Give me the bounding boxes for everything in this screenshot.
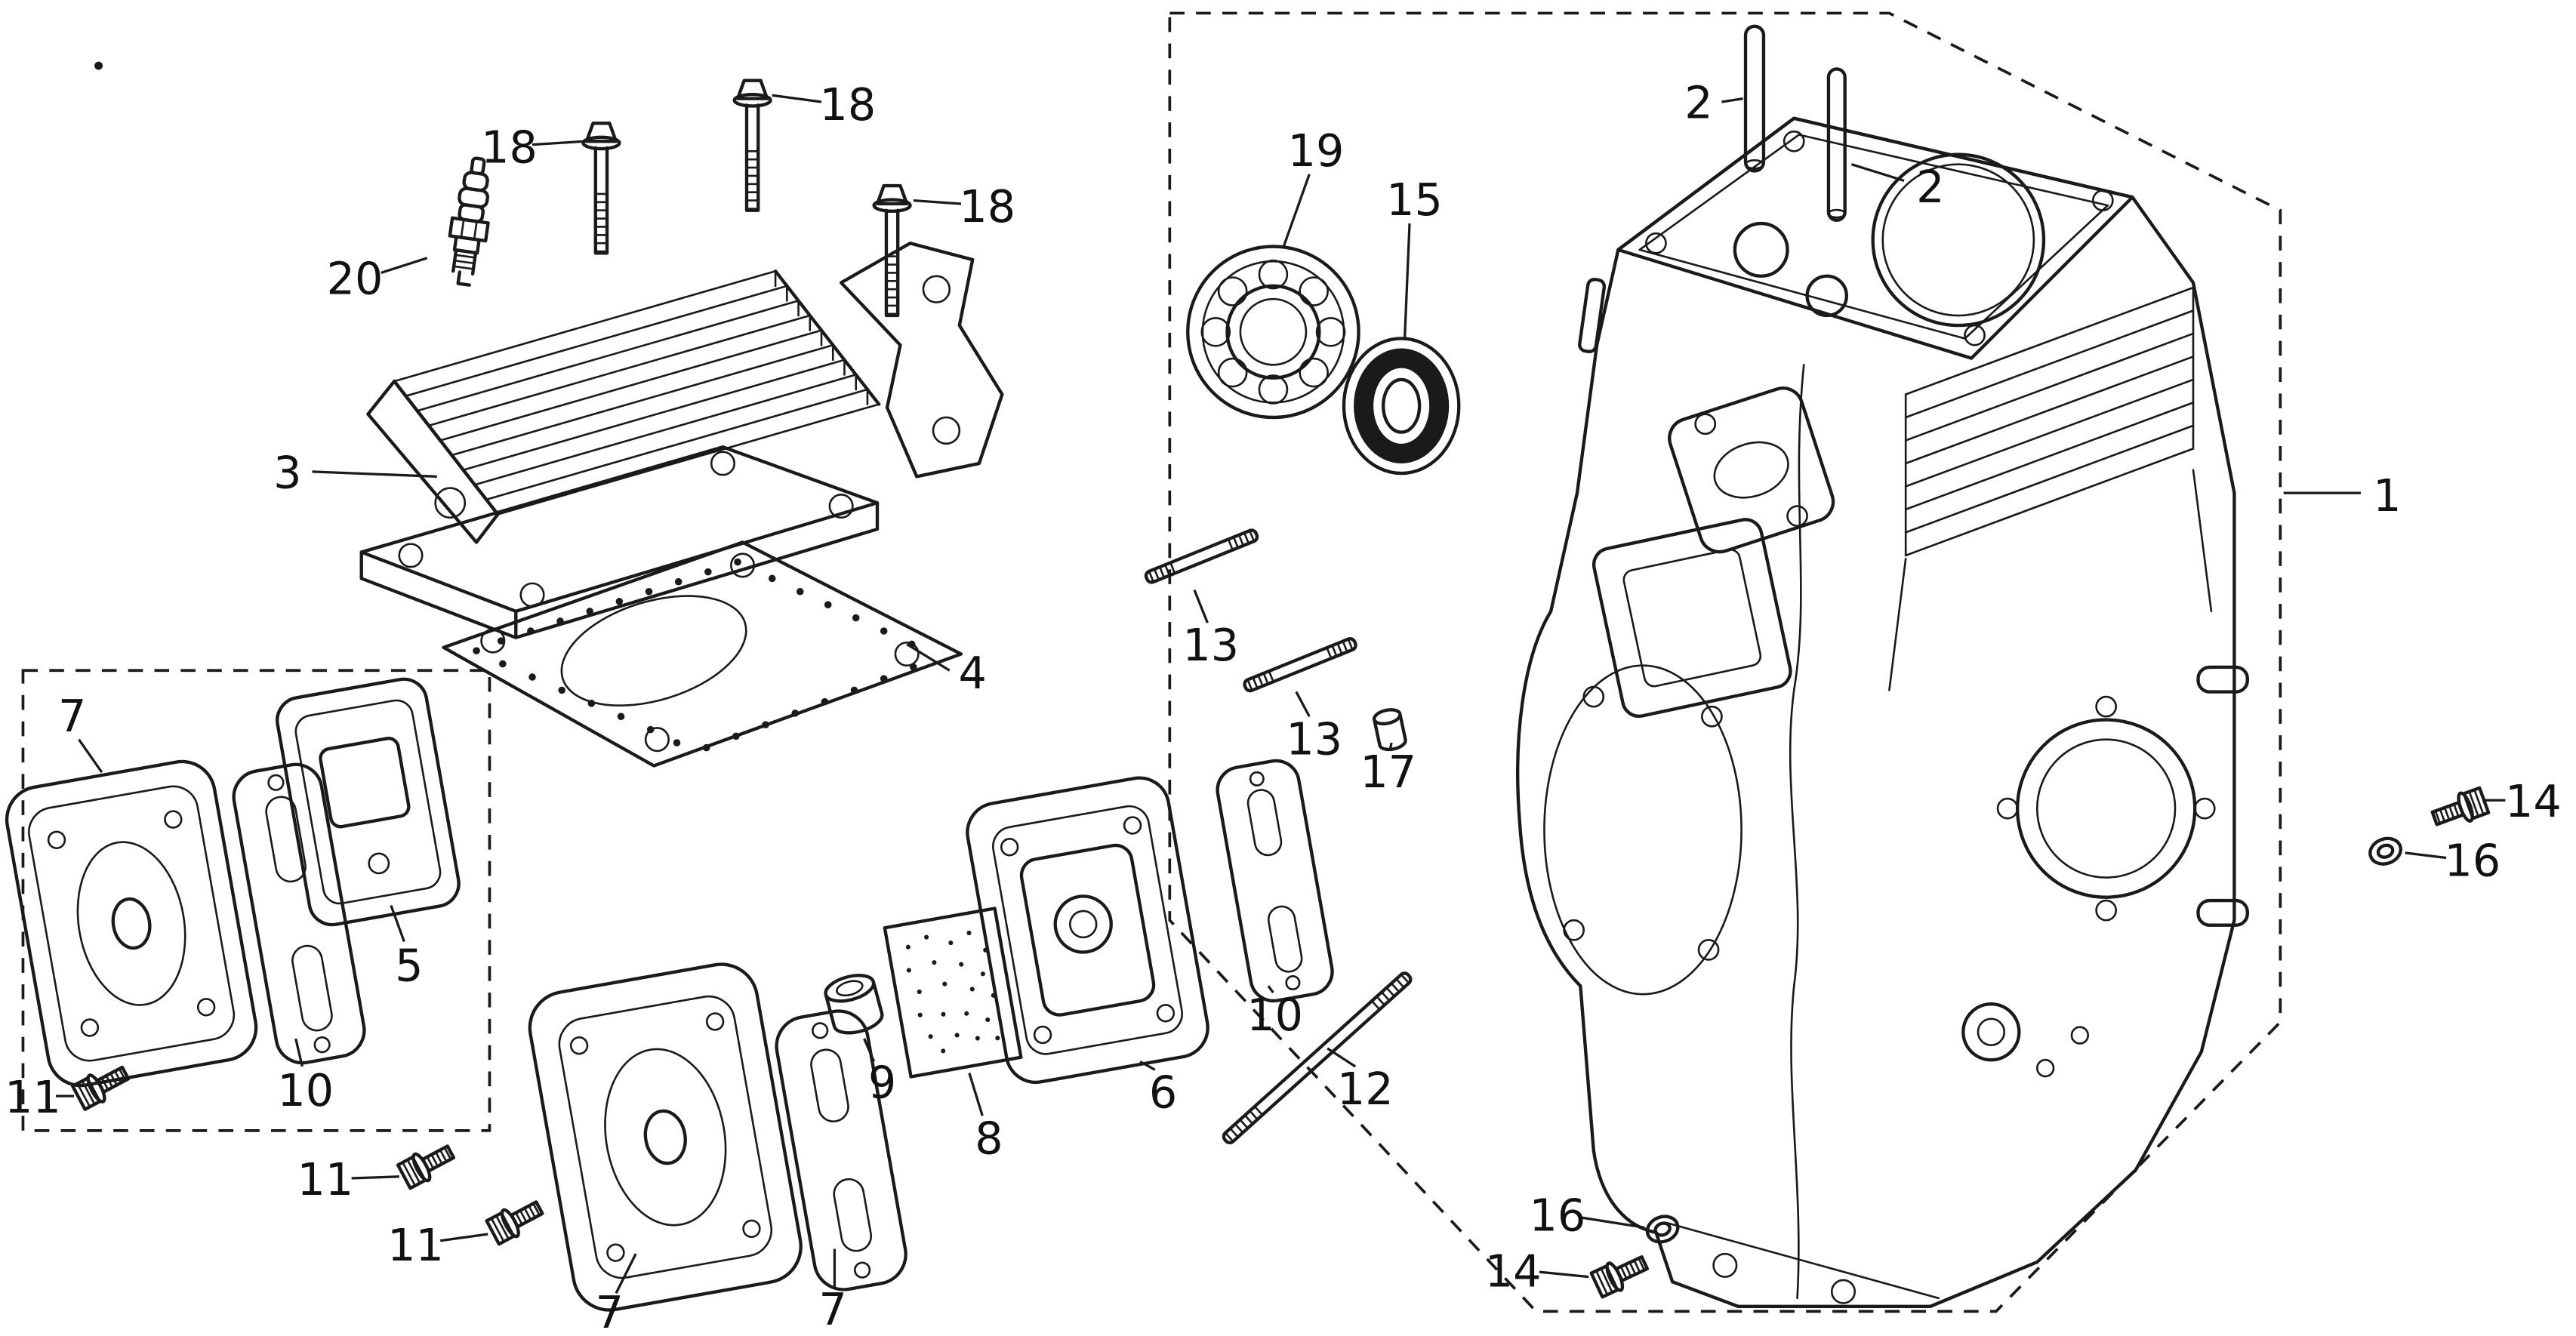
callout-12: 12 [1337,1063,1394,1115]
callout-11-a: 11 [5,1071,61,1123]
head-bolt-2 [735,81,771,211]
cover-bolt-3 [486,1195,547,1245]
callout-19: 19 [1288,125,1345,177]
case-bolt-right [2430,787,2489,833]
head-bolt-3 [874,186,911,316]
stud-13-upper [1145,529,1259,584]
callout-20: 20 [327,253,384,305]
callout-18-b: 18 [819,78,876,131]
callout-9: 9 [868,1056,896,1108]
spark-plug [448,156,490,287]
oil-seal [1342,337,1461,476]
cover-bolt-2 [397,1139,458,1190]
callout-10-b: 10 [1246,989,1303,1041]
callout-11-b: 11 [297,1153,353,1205]
muffler-plate [276,677,461,927]
head-gasket [442,540,963,768]
dowel-pin-left [1743,24,1766,173]
sealing-cap [1372,708,1407,752]
callout-3: 3 [273,447,301,499]
callout-7-a: 7 [58,690,86,742]
callout-14-a: 14 [2505,775,2562,827]
dashed-box-left [21,669,491,1132]
cover-gasket-left [232,762,366,1065]
callout-4: 4 [959,647,987,699]
callout-17: 17 [1360,746,1416,798]
callout-8: 8 [975,1112,1003,1164]
callout-16-b: 16 [1529,1190,1585,1242]
callout-13-b: 13 [1286,713,1342,765]
callout-13-a: 13 [1182,619,1239,671]
reed-valve-assembly [966,776,1209,1085]
callout-10-a: 10 [277,1064,334,1116]
callout-16-a: 16 [2445,834,2501,886]
cylinder-head [359,242,1004,639]
callout-18-c: 18 [959,180,1015,232]
callout-15: 15 [1386,174,1443,226]
callout-11-c: 11 [387,1219,444,1271]
cylinder-barrel-assembly [1516,116,2249,1308]
manifold-gasket [1216,759,1334,1003]
speck-mark [94,61,103,70]
callout-18-a: 18 [481,122,538,174]
callout-1: 1 [2373,469,2401,522]
callout-6: 6 [1149,1066,1177,1118]
ball-bearing [1186,245,1360,420]
leader-lines [55,94,2506,1294]
stud-13-lower [1243,637,1357,692]
muffler-cover-upper [5,759,258,1088]
valve-pad [883,907,1023,1079]
callout-7-b: 7 [596,1286,624,1336]
case-bolt-bottom [1591,1249,1651,1298]
dashed-box-right [1168,11,2282,1313]
head-bolt-1 [583,123,619,253]
callout-5: 5 [395,940,423,992]
callout-2-a: 2 [1684,77,1712,129]
washer-right [2367,834,2405,868]
callout-7-c: 7 [819,1283,847,1335]
muffler-cover-lower [528,962,803,1312]
bushing [824,974,884,1035]
callout-labels: 18 18 18 20 3 4 7 5 10 11 11 11 7 7 9 8 … [5,77,2562,1336]
callout-2-b: 2 [1916,161,1944,213]
callout-14-b: 14 [1485,1245,1542,1298]
cover-gasket-lower [775,1009,907,1291]
stud-12 [1222,971,1413,1145]
